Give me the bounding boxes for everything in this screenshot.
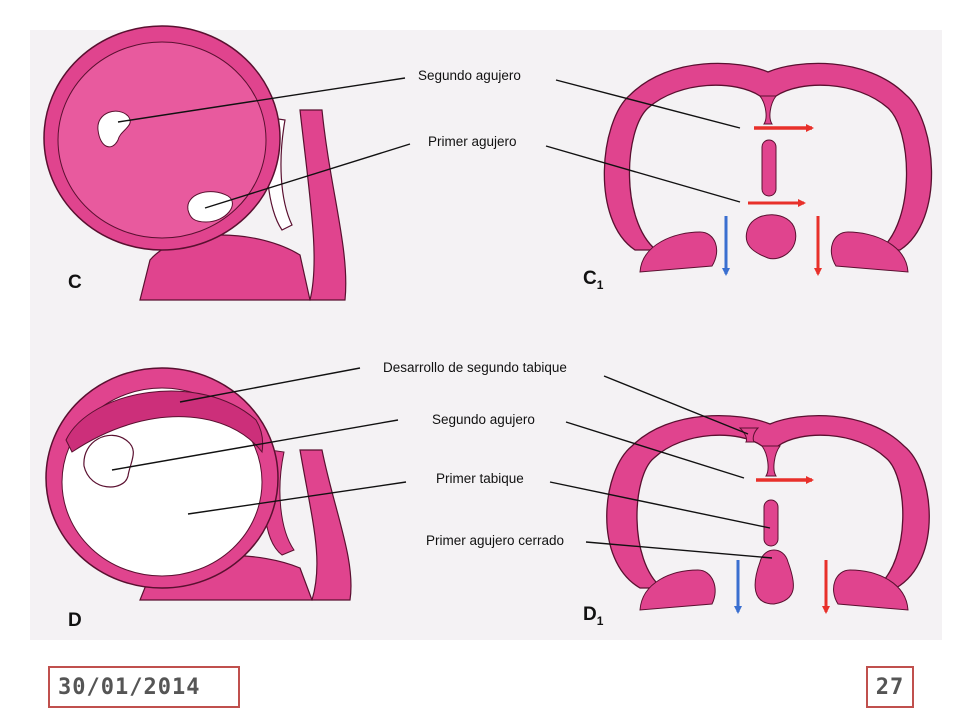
panel-label-d: D <box>68 610 82 631</box>
panel-label-d1: D1 <box>583 604 604 628</box>
cushion-d1 <box>754 549 794 605</box>
date-text: 30/01/2014 <box>58 674 201 700</box>
label-segundo-agujero-top: Segundo agujero <box>418 68 521 83</box>
leader-desarrollo-d1 <box>603 375 749 435</box>
cushion-c1 <box>745 214 797 260</box>
leader-primer-tabique-d1 <box>549 481 771 529</box>
panel-label-c1-sub: 1 <box>597 278 604 292</box>
second-hole-c <box>97 110 131 148</box>
septum-c1-upper <box>759 95 777 125</box>
valve-right-d1 <box>833 569 909 611</box>
label-primer-agujero-cerrado: Primer agujero cerrado <box>426 533 564 548</box>
label-desarrollo-segundo-tabique: Desarrollo de segundo tabique <box>383 360 567 375</box>
panel-label-c1-main: C <box>583 268 597 289</box>
leader-segundo-agujero-c1 <box>555 79 741 129</box>
panel-d <box>45 367 407 601</box>
panel-label-d1-main: D <box>583 604 597 625</box>
panel-label-d1-sub: 1 <box>597 614 604 628</box>
atrium-c-inner <box>57 41 267 239</box>
leader-segundo-agujero-c <box>117 77 406 123</box>
leader-segundo-agujero-d1 <box>565 421 745 479</box>
leader-segundo-agujero-d <box>111 419 399 471</box>
second-septum-d <box>65 390 264 454</box>
leader-primer-agujero-cerrado-d1 <box>585 541 773 559</box>
label-segundo-agujero-bottom: Segundo agujero <box>432 412 535 427</box>
label-primer-tabique: Primer tabique <box>436 471 524 486</box>
leader-primer-agujero-c <box>204 143 411 209</box>
septum-d1-upper <box>761 445 781 477</box>
date-stamp: 30/01/2014 <box>48 666 240 708</box>
valve-left-d1 <box>639 569 716 611</box>
panel-c <box>43 25 411 301</box>
panel-c1 <box>545 62 933 276</box>
label-primer-agujero: Primer agujero <box>428 134 517 149</box>
second-hole-d <box>83 434 134 488</box>
septum-d1-mid <box>763 499 779 547</box>
septum-c1-mid <box>761 139 777 197</box>
valve-right-c1 <box>830 231 909 273</box>
leader-desarrollo-d <box>179 367 361 403</box>
leader-primer-tabique-d <box>187 481 407 515</box>
vessel-d <box>299 449 352 601</box>
leader-primer-agujero-c1 <box>545 145 741 203</box>
panel-label-c: C <box>68 272 82 293</box>
panel-d1 <box>549 375 930 614</box>
page-number: 27 <box>866 666 914 708</box>
valve-left-c1 <box>639 231 718 273</box>
panel-label-c1: C1 <box>583 268 604 292</box>
page-number-text: 27 <box>875 674 905 700</box>
